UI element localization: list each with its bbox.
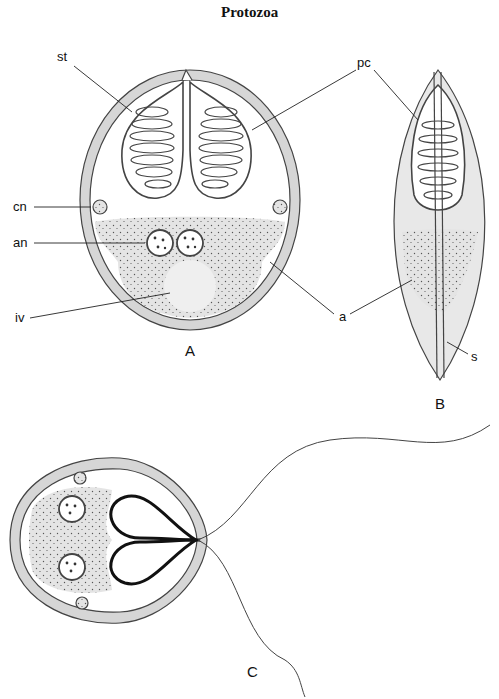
parabasal-body [412, 85, 465, 210]
flagellum [198, 540, 305, 697]
spiral-thread [418, 121, 458, 199]
part-label: cn [12, 200, 28, 214]
part-label: s [470, 350, 479, 364]
parabasal-body [122, 82, 183, 198]
nucleus [147, 230, 173, 256]
axostyle [441, 72, 444, 378]
cytoplasm [29, 487, 112, 593]
part-label: a [338, 310, 347, 324]
chromatic-body [74, 472, 86, 484]
axostyle [434, 72, 437, 378]
figure-letter: A [184, 343, 196, 360]
cyst-side-view [394, 70, 485, 380]
part-label: pc [356, 56, 372, 70]
leader-line [30, 66, 468, 354]
inclusion-vacuole [164, 260, 216, 312]
flagellum [198, 425, 490, 540]
cyst-interior [90, 80, 290, 320]
nucleus [59, 554, 85, 580]
nucleus [177, 230, 203, 256]
cyst-wall [10, 458, 207, 623]
chromatic-body [93, 200, 107, 214]
cytoplasm [402, 229, 478, 312]
part-label: an [12, 236, 28, 250]
cyst-wall [80, 70, 300, 330]
figure-letter: C [246, 664, 259, 681]
cyst-interior [20, 469, 197, 612]
cytoplasm [95, 217, 285, 318]
part-label: iv [14, 311, 25, 325]
spiral-thread [130, 107, 243, 188]
chromatic-body [273, 200, 287, 214]
part-label: st [56, 50, 68, 64]
parabasal-body [190, 82, 251, 198]
figure-letter: B [434, 396, 446, 413]
chromatic-body [76, 597, 88, 609]
figure-title: Protozoa [220, 4, 279, 21]
parabasal-body [111, 496, 196, 540]
nucleus [59, 496, 85, 522]
parabasal-body [111, 540, 196, 584]
